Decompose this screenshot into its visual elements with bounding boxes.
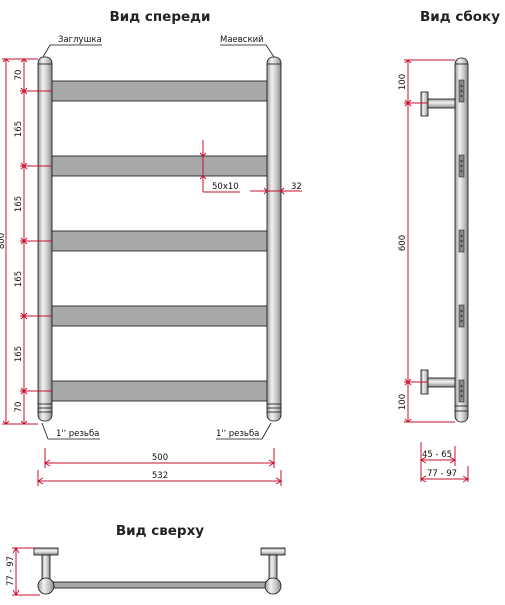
thread-left-label: 1'' резьба [56, 429, 99, 439]
dim-wall-depth: 77 - 97 [427, 469, 457, 479]
thread-right-label: 1'' резьба [216, 429, 259, 439]
pipe-diameter-dim [250, 187, 302, 195]
dim-wall-gap: 45 - 65 [422, 450, 452, 460]
dim-overall-width: 532 [152, 471, 168, 481]
plug-label: Заглушка [58, 35, 102, 45]
dim-crossbar-section: 50x10 [212, 182, 239, 192]
top-view-rail [33, 547, 286, 595]
crossbar-4 [50, 305, 269, 327]
top-view-title: Вид сверху [116, 523, 204, 539]
side-vertical-dimensions [404, 59, 455, 423]
front-vertical-dimensions [2, 58, 52, 425]
dim-overall-height: 800 [0, 233, 7, 249]
front-horizontal-dimensions [37, 448, 282, 486]
crossbars [50, 80, 269, 402]
crossbar-2 [50, 155, 269, 177]
left-pipe [37, 56, 53, 422]
dim-pipe-diameter: 32 [291, 182, 302, 192]
side-bracket-top [420, 91, 456, 117]
dim-165-a: 165 [14, 121, 24, 137]
mayevsky-label: Маевский [220, 35, 264, 45]
crossbar-3 [50, 230, 269, 252]
side-horizontal-dimensions [420, 442, 469, 483]
thread-left-leader [41, 422, 100, 440]
right-pipe [266, 56, 282, 422]
plug-leader [42, 44, 102, 58]
side-pipe-holes [460, 84, 463, 398]
dim-165-b: 165 [14, 196, 24, 212]
dim-165-c: 165 [14, 271, 24, 287]
crossbar-section-dim [199, 140, 240, 193]
dim-top-depth: 77 - 97 [6, 556, 16, 586]
crossbar-1 [50, 80, 269, 102]
front-view-title: Вид спереди [109, 9, 210, 25]
dim-center-distance: 500 [152, 453, 168, 463]
dim-side-top: 100 [398, 74, 408, 90]
mayevsky-leader [220, 44, 275, 58]
top-view-dimension [12, 547, 40, 596]
dim-165-d: 165 [14, 346, 24, 362]
crossbar-5 [50, 380, 269, 402]
dim-side-bottom: 100 [398, 394, 408, 410]
dim-70-top: 70 [14, 70, 24, 81]
dim-70-bottom: 70 [14, 402, 24, 413]
dim-side-middle: 600 [398, 235, 408, 251]
side-view-title: Вид сбоку [420, 9, 500, 25]
thread-right-leader [216, 422, 272, 440]
